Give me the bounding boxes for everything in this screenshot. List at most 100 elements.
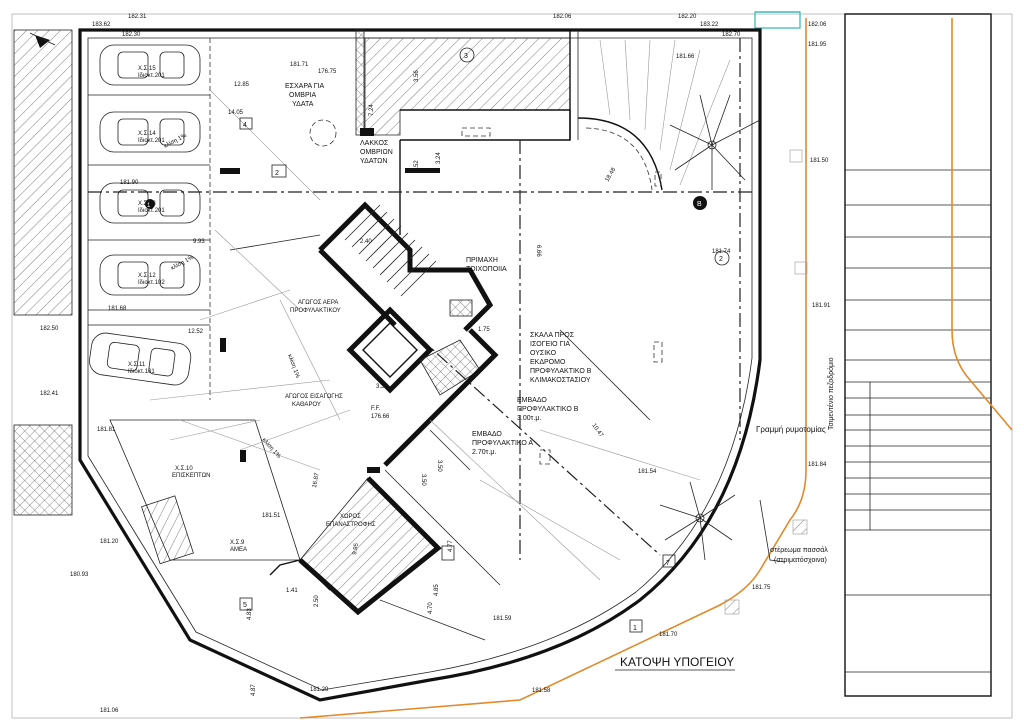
drawing-title: ΚΑΤΟΨΗ ΥΠΟΓΕΙΟΥ [620, 655, 734, 669]
pezodromio-label: Τσιμεντένιο πεζοδρόμιο [827, 357, 835, 430]
parking-code-4: Χ.Σ.12 [138, 273, 156, 279]
svg-text:181.29: 181.29 [310, 687, 329, 693]
parking-code-1: Χ.Σ.15 [138, 66, 156, 72]
svg-text:180.93: 180.93 [70, 572, 89, 578]
svg-text:181.50: 181.50 [810, 158, 829, 164]
palm-tree-bottom [659, 481, 736, 561]
ramp-label-4: κλίση 1% [261, 437, 282, 460]
parking-extra-sub-2: ΑΜΕΑ [230, 547, 247, 553]
marker-1b: 1 [145, 199, 155, 209]
svg-text:18.48: 18.48 [605, 166, 618, 183]
svg-text:10.47: 10.47 [590, 423, 604, 439]
label-lakkos-2: ΟΜΒΡΙΩΝ [360, 149, 393, 156]
svg-text:12.52: 12.52 [188, 329, 204, 335]
parking-sub-4: Ιδιοκτ.102 [138, 280, 165, 286]
embado-a-1: ΕΜΒΑΔΟ [472, 431, 502, 438]
parking-code-5: Χ.Σ.11 [128, 362, 146, 368]
svg-text:12.85: 12.85 [234, 82, 250, 88]
stair-fan-lines [599, 39, 731, 186]
note-line-1: ΣΚΑΛΑ ΠΡΟΣ [530, 332, 575, 339]
label-agogos-aera-1: ΑΓΩΓΟΣ ΑΕΡΑ [298, 300, 338, 306]
svg-text:176.75: 176.75 [318, 69, 337, 75]
svg-text:4.87: 4.87 [251, 684, 257, 696]
parking-bays [88, 38, 211, 400]
parking-sub-1: Ιδιοκτ.201 [138, 73, 165, 79]
level-spots: 182.31 183.62 182.30 182.06 182.20 182.7… [40, 14, 831, 714]
svg-text:181.58: 181.58 [532, 688, 551, 694]
note-line-3: ΟΥΣΙΚΟ [530, 350, 557, 357]
paving-squares [724, 149, 808, 615]
car-1 [99, 44, 201, 86]
embado-b-2: ΠΡΟΦΥΛΑΚΤΙΚΟ Β [517, 406, 579, 413]
label-agogos-aera-2: ΠΡΟΦΥΛΑΚΤΙΚΟΥ [290, 308, 341, 314]
svg-text:6.66: 6.66 [535, 245, 541, 257]
left-hatch-strip [13, 29, 73, 316]
car-4 [99, 254, 201, 296]
parking-sub-5: Ιδιοκτ.101 [128, 369, 155, 375]
north-arrow [35, 35, 50, 48]
stair-core [318, 201, 494, 332]
svg-text:181.70: 181.70 [659, 632, 678, 638]
svg-text:2.50: 2.50 [314, 595, 320, 607]
svg-text:4.77: 4.77 [448, 540, 454, 552]
label-xoros-1: ΧΩΡΟΣ [340, 514, 361, 520]
svg-text:3.50: 3.50 [436, 460, 442, 472]
svg-text:181.20: 181.20 [100, 539, 119, 545]
svg-text:4.85: 4.85 [434, 584, 440, 596]
svg-text:14.05: 14.05 [228, 110, 244, 116]
teal-marker [754, 11, 801, 29]
svg-text:181.91: 181.91 [812, 303, 831, 309]
parking-code-2: Χ.Σ.14 [138, 131, 156, 137]
embado-b-3: 3.00τ.μ. [517, 415, 541, 422]
marker-4: 4 [239, 117, 253, 130]
marker-7: 7 [662, 554, 676, 568]
marker-b: B [693, 196, 707, 210]
note-line-5: ΠΡΟΦΥΛΑΚΤΙΚΟ Β [530, 368, 592, 375]
label-agogos-eis-2: ΚΑΘΑΡΟΥ [292, 402, 321, 408]
svg-text:2.40: 2.40 [360, 239, 372, 245]
svg-text:182.06: 182.06 [553, 14, 572, 20]
ramp-label-3: κλίση 1% [286, 354, 300, 380]
ff-value: 176.66 [371, 414, 390, 420]
svg-text:182.30: 182.30 [122, 32, 141, 38]
embado-a-3: 2.70τ.μ. [472, 449, 496, 456]
label-xoros-2: ΕΠΑΝΑΣΤΡΟΦΗΣ [326, 522, 376, 528]
stereoma-1: στέρεωμα πασσάλ [770, 546, 828, 554]
svg-text:3.50: 3.50 [420, 474, 426, 486]
svg-text:181.51: 181.51 [262, 513, 281, 519]
title-block [844, 13, 992, 697]
parking-extra-code-2: Χ.Σ.9 [230, 540, 245, 546]
svg-text:181.90: 181.90 [120, 180, 139, 186]
svg-text:181.95: 181.95 [808, 42, 827, 48]
svg-text:3.56: 3.56 [414, 70, 420, 82]
svg-text:5: 5 [243, 602, 247, 609]
label-eschara-3: ΥΔΑΤΑ [292, 101, 314, 108]
svg-text:1: 1 [633, 625, 637, 632]
svg-text:1.75: 1.75 [478, 327, 490, 333]
svg-text:181.84: 181.84 [808, 462, 827, 468]
gramm-rymotomias: Γραμμή ρυμοτομίας [756, 425, 826, 434]
car-5 [89, 332, 192, 386]
svg-text:7: 7 [666, 560, 670, 567]
drain-pit-mark [360, 128, 374, 136]
label-eschara-2: ΟΜΒΡΙΑ [289, 92, 317, 99]
slope-lines [149, 89, 701, 581]
label-lakkos-1: ΛΑΚΚΟΣ [360, 140, 389, 147]
svg-text:1.41: 1.41 [286, 588, 298, 594]
svg-text:3.24: 3.24 [436, 152, 442, 164]
parking-sub-3: Ιδιοκτ.201 [138, 208, 165, 214]
svg-text:182.70: 182.70 [722, 32, 741, 38]
svg-text:182.50: 182.50 [40, 326, 59, 332]
svg-text:2: 2 [275, 170, 279, 177]
svg-text:182.20: 182.20 [678, 14, 697, 20]
marker-2b: 2 [714, 250, 730, 266]
sheet-frame [11, 13, 1013, 719]
svg-text:16.87: 16.87 [312, 472, 321, 488]
svg-text:1: 1 [147, 203, 151, 209]
svg-text:4: 4 [243, 122, 247, 129]
turning-area [299, 477, 439, 613]
label-lakkos-3: ΥΔΑΤΩΝ [360, 158, 387, 165]
svg-text:181.74: 181.74 [712, 249, 731, 255]
marker-3: 3 [459, 47, 475, 63]
